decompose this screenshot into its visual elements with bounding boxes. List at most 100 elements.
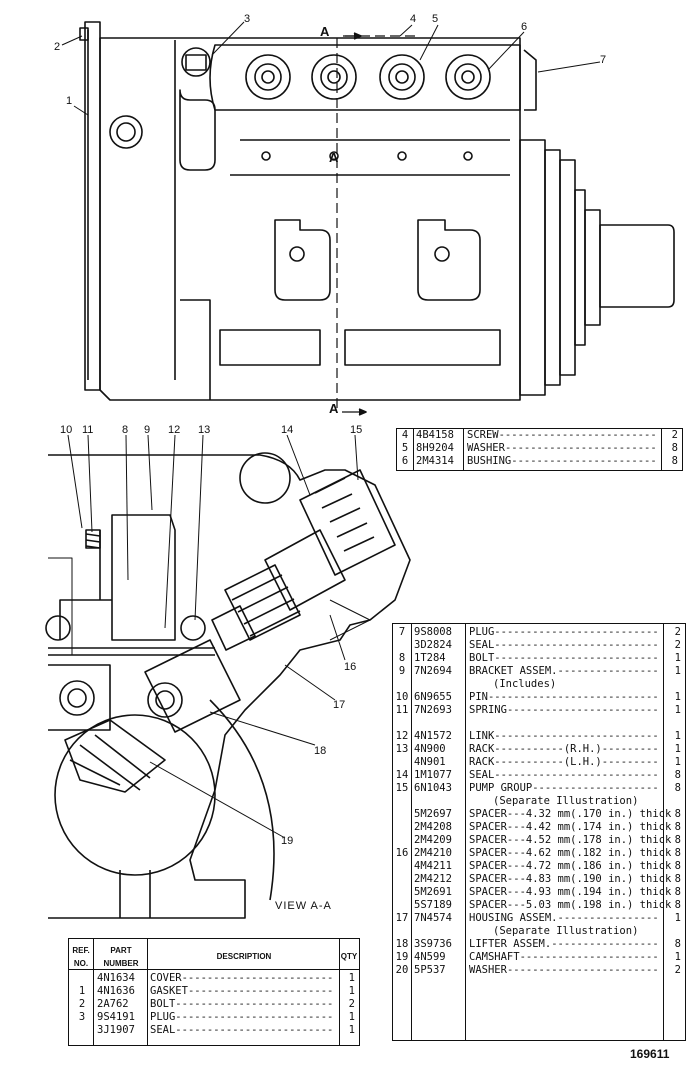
part-number: 2M4212 <box>414 873 452 885</box>
ref-number: 2 <box>78 998 86 1010</box>
part-number: 4N599 <box>414 951 446 963</box>
quantity: 1 <box>348 1011 355 1023</box>
part-number: 4B4158 <box>416 429 454 441</box>
part-number: 4N901 <box>414 756 446 768</box>
part-number: 2M4208 <box>414 821 452 833</box>
description: WASHER------------------------ <box>467 442 657 454</box>
leader-dashes: -------------------- <box>532 782 659 794</box>
description: SEAL------------------------- <box>150 1024 334 1036</box>
table-row: (Separate Illustration) <box>393 925 685 938</box>
leader-dashes: -------------------------- <box>494 652 659 664</box>
ref-number: 15 <box>395 782 409 794</box>
ref-number: 5 <box>401 442 409 454</box>
part-number: 5S7189 <box>414 899 452 911</box>
leader-dashes: ------------------------ <box>181 972 334 984</box>
ref-number: 9 <box>398 665 406 677</box>
ref-number: 6 <box>401 455 409 467</box>
quantity: 8 <box>674 899 681 911</box>
leader-dashes: ------------------------- <box>175 998 334 1010</box>
quantity: 1 <box>674 704 681 716</box>
quantity: 2 <box>674 626 681 638</box>
part-number: 6N1043 <box>414 782 452 794</box>
table-row: (Includes) <box>393 678 685 691</box>
leader-dashes: ---------------- <box>557 912 659 924</box>
leader-dashes: -------------------------- <box>494 769 659 781</box>
callout-6: 6 <box>521 21 528 33</box>
part-number: 1M1077 <box>414 769 452 781</box>
quantity: 8 <box>671 455 678 467</box>
leader-dashes: ----------------------- <box>511 455 657 467</box>
part-number: 5M2697 <box>414 808 452 820</box>
header-desc: DESCRIPTION <box>216 952 272 961</box>
callout-9: 9 <box>144 424 151 436</box>
description: PUMP GROUP-------------------- <box>469 782 659 794</box>
quantity: 8 <box>674 769 681 781</box>
callout-14: 14 <box>281 424 294 436</box>
leader-dashes: ------------------------ <box>506 704 659 716</box>
ref-number: 3 <box>78 1011 86 1023</box>
description: SPACER---4.62 mm(.182 in.) thick <box>469 847 672 859</box>
description: SPACER---4.32 mm(.170 in.) thick <box>469 808 672 820</box>
description: SPACER---4.72 mm(.186 in.) thick <box>469 860 672 872</box>
callout-11: 11 <box>82 424 94 436</box>
callout-15: 15 <box>350 424 363 436</box>
callout-17: 17 <box>333 699 346 711</box>
quantity: 1 <box>674 743 681 755</box>
part-number: 7N2694 <box>414 665 452 677</box>
part-number: 4M4211 <box>414 860 452 872</box>
ref-number: 16 <box>395 847 409 859</box>
leader-dashes: --------- <box>601 756 659 768</box>
quantity: 1 <box>674 912 681 924</box>
section-line-a-a <box>336 35 420 410</box>
description: PIN--------------------------- <box>469 691 659 703</box>
part-number: 2A762 <box>97 998 129 1010</box>
leader-dashes: ------------------------- <box>498 429 657 441</box>
part-number: 3D2824 <box>414 639 452 651</box>
quantity: 1 <box>674 665 681 677</box>
leader-dashes: ----------------------- <box>187 985 334 997</box>
callout-8: 8 <box>122 424 129 436</box>
leader-dashes: --------- <box>601 743 659 755</box>
quantity: 8 <box>674 821 681 833</box>
ref-number: 18 <box>395 938 409 950</box>
part-number: 4N1572 <box>414 730 452 742</box>
leader-lines-top <box>61 21 601 116</box>
callout-19: 19 <box>281 835 294 847</box>
lifter-bores <box>245 54 491 100</box>
part-number: 4N1634 <box>97 972 135 984</box>
quantity: 8 <box>674 860 681 872</box>
callout-12: 12 <box>168 424 181 436</box>
part-number: 8H9204 <box>416 442 454 454</box>
part-number: 1T284 <box>414 652 446 664</box>
description: BOLT-------------------------- <box>469 652 659 664</box>
description: LINK-------------------------- <box>469 730 659 742</box>
ref-number: 4 <box>401 429 409 441</box>
ref-number: 8 <box>398 652 406 664</box>
ref-number: 7 <box>398 626 406 638</box>
quantity: 1 <box>674 756 681 768</box>
leader-dashes: --------------------------- <box>487 691 659 703</box>
header-part: PART NUMBER <box>103 946 139 968</box>
quantity: 8 <box>674 808 681 820</box>
description: SEAL-------------------------- <box>469 769 659 781</box>
description: SPACER---4.83 mm(.190 in.) thick <box>469 873 672 885</box>
description: BOLT------------------------- <box>150 998 334 1010</box>
